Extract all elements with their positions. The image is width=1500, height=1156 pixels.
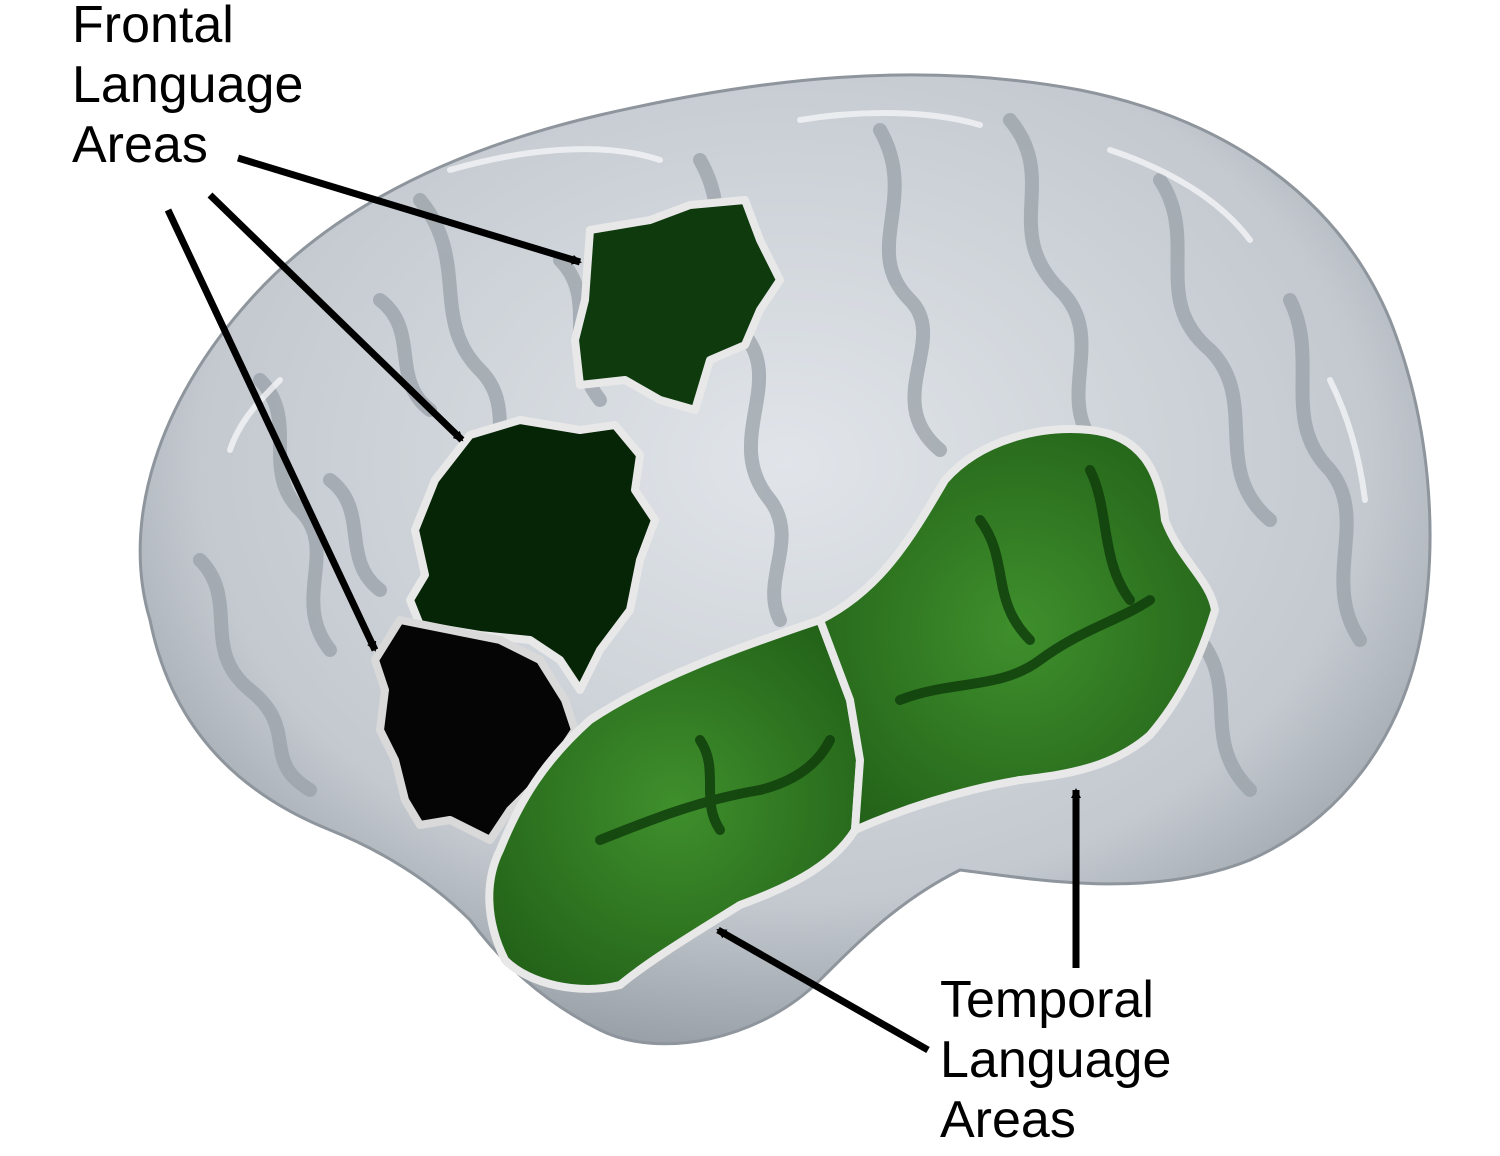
- temporal-region-anterior: [485, 616, 864, 993]
- temporal-label-line-1: Temporal: [940, 971, 1154, 1029]
- frontal-label-line-3: Areas: [72, 116, 208, 174]
- annotation-arrows: [164, 154, 1081, 1054]
- gyri-highlights: [227, 110, 1368, 503]
- arrow-frontal-inferior: [164, 208, 379, 652]
- frontal-label-line-2: Language: [72, 56, 304, 114]
- temporal-sulci: [595, 465, 1155, 845]
- temporal-label-line-2: Language: [940, 1031, 1172, 1089]
- frontal-region-middle: [406, 416, 659, 694]
- arrow-temporal-anterior: [716, 926, 930, 1054]
- arrow-frontal-middle: [207, 192, 465, 443]
- frontal-regions: [371, 196, 784, 844]
- frontal-region-superior: [571, 196, 784, 414]
- frontal-region-inferior: [371, 616, 579, 844]
- arrow-frontal-superior: [236, 154, 582, 266]
- temporal-label-line-3: Areas: [940, 1091, 1076, 1149]
- frontal-language-areas-label: Frontal Language Areas: [72, 0, 303, 175]
- frontal-label-line-1: Frontal: [72, 0, 234, 54]
- temporal-language-areas-label: Temporal Language Areas: [940, 970, 1171, 1150]
- temporal-regions: [485, 425, 1219, 993]
